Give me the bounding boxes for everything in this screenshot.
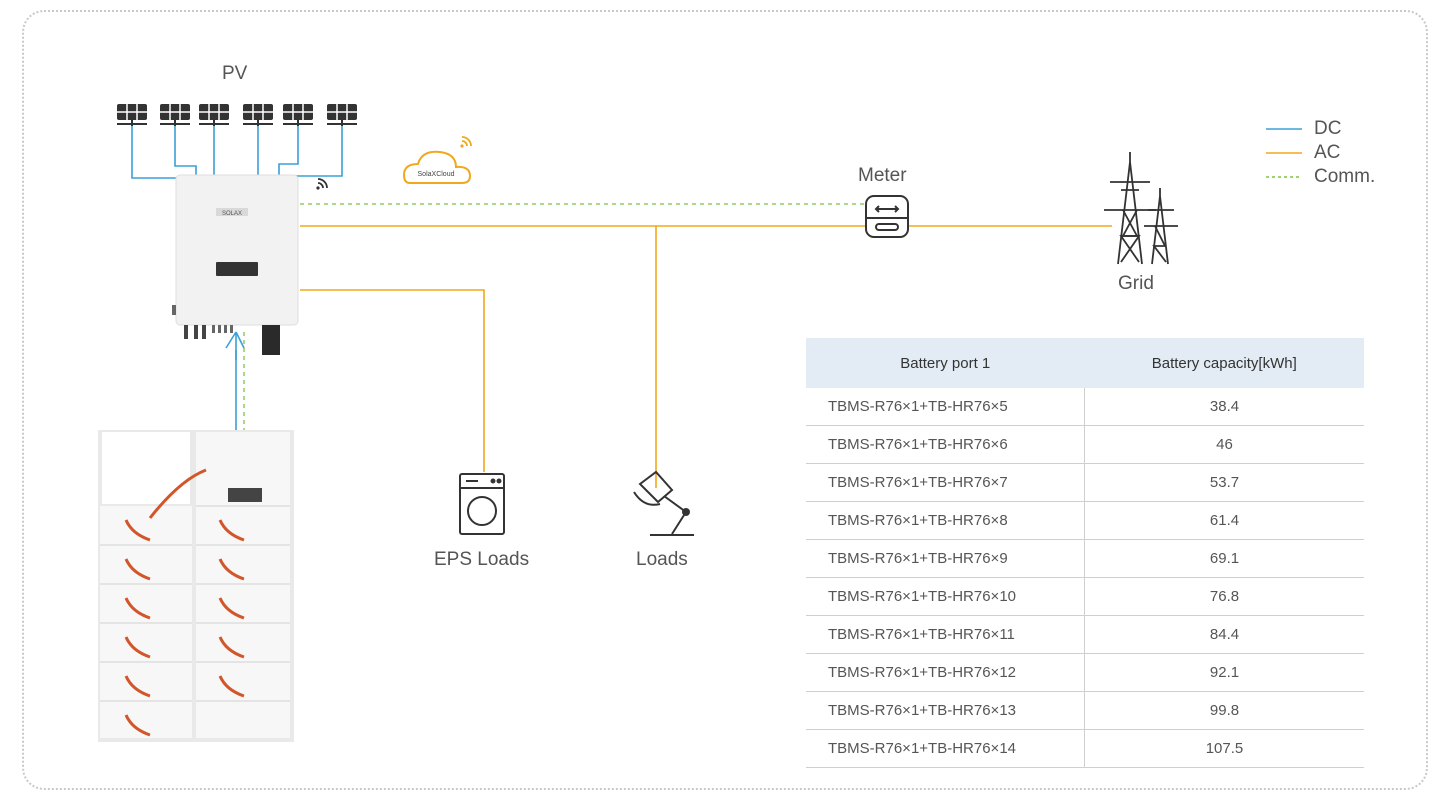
inverter-icon: SOLAX [172,174,299,355]
table-cell-port: TBMS-R76×1+TB-HR76×12 [806,653,1085,692]
table-cell-capacity: 69.1 [1084,539,1364,578]
cloud-label: SolaXCloud [418,171,455,178]
pv-label: PV [222,63,248,84]
inverter-brand: SOLAX [222,211,242,217]
loads-label: Loads [636,549,688,570]
table-cell-capacity: 92.1 [1084,653,1364,692]
table-cell-capacity: 99.8 [1084,691,1364,730]
table-cell-capacity: 76.8 [1084,577,1364,616]
meter-label: Meter [858,165,907,186]
grid-label: Grid [1118,273,1154,294]
table-cell-port: TBMS-R76×1+TB-HR76×7 [806,463,1085,502]
table-cell-port: TBMS-R76×1+TB-HR76×5 [806,388,1085,426]
battery-rack-icon [98,430,294,742]
washing-machine-icon [459,473,505,535]
ac-lines [300,225,1112,488]
solar-panel-icon [116,103,358,127]
table-cell-port: TBMS-R76×1+TB-HR76×8 [806,501,1085,540]
table-cell-capacity: 84.4 [1084,615,1364,654]
lamp-icon [633,470,694,536]
diagram-frame [22,10,1428,790]
legend-dc-label: DC [1314,118,1342,139]
table-cell-port: TBMS-R76×1+TB-HR76×10 [806,577,1085,616]
transmission-tower-icon [1104,152,1178,265]
table-cell-port: TBMS-R76×1+TB-HR76×13 [806,691,1085,730]
comm-lines [243,203,866,432]
table-header-row: Battery port 1 Battery capacity[kWh] [806,338,1364,388]
legend-ac-label: AC [1314,142,1341,163]
table-header-capacity: Battery capacity[kWh] [1084,338,1364,388]
table-cell-capacity: 53.7 [1084,463,1364,502]
table-cell-capacity: 46 [1084,425,1364,464]
legend-comm-label: Comm. [1314,166,1376,187]
cloud-icon: SolaXCloud [402,136,472,184]
table-cell-capacity: 61.4 [1084,501,1364,540]
battery-capacity-table: Battery port 1 Battery capacity[kWh] TBM… [806,338,1364,768]
table-cell-port: TBMS-R76×1+TB-HR76×6 [806,425,1085,464]
wifi-icon [315,178,328,191]
table-cell-capacity: 107.5 [1084,729,1364,768]
table-header-port: Battery port 1 [806,338,1085,388]
legend [1266,128,1302,178]
table-cell-port: TBMS-R76×1+TB-HR76×14 [806,729,1085,768]
table-cell-port: TBMS-R76×1+TB-HR76×11 [806,615,1085,654]
meter-icon [865,195,909,238]
table-cell-capacity: 38.4 [1084,388,1364,426]
eps-loads-label: EPS Loads [434,549,530,570]
table-cell-port: TBMS-R76×1+TB-HR76×9 [806,539,1085,578]
